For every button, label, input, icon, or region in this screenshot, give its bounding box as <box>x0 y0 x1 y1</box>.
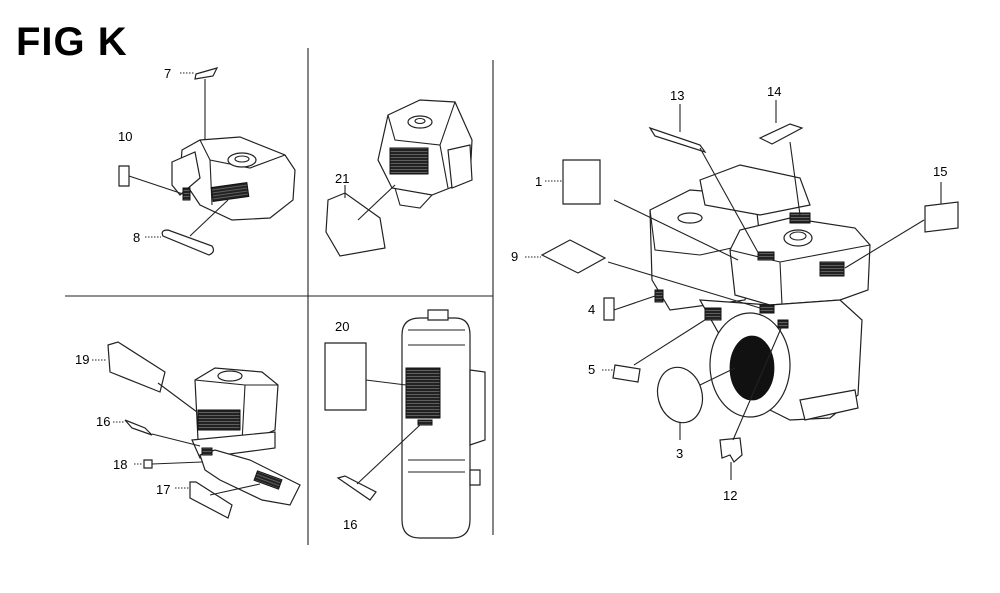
fuel-tank <box>729 217 871 306</box>
label-13-position <box>757 251 775 261</box>
label-4-position <box>654 289 664 303</box>
callout-7: 7 <box>164 66 171 81</box>
label-10-position <box>182 187 191 201</box>
callout-12: 12 <box>723 488 737 503</box>
callout-19: 19 <box>75 352 89 367</box>
label-17-position <box>253 470 283 490</box>
panel-top-middle <box>325 99 473 257</box>
label-5-position <box>704 307 722 321</box>
oil-bath-cleaner-base <box>199 449 301 506</box>
callout-20: 20 <box>335 319 349 334</box>
label-15-shape <box>924 201 959 233</box>
callout-14: 14 <box>767 84 781 99</box>
label-17-shape <box>189 481 233 519</box>
callout-16-b: 16 <box>343 517 357 532</box>
panel-bottom-left <box>92 341 301 519</box>
callout-9: 9 <box>511 249 518 264</box>
callout-21: 21 <box>335 171 349 186</box>
label-10-shape <box>118 165 130 187</box>
callout-4: 4 <box>588 302 595 317</box>
label-18-position <box>201 447 213 456</box>
callout-16-a: 16 <box>96 414 110 429</box>
label-20-shape <box>324 342 367 411</box>
callout-8: 8 <box>133 230 140 245</box>
callout-1: 1 <box>535 174 542 189</box>
callout-5: 5 <box>588 362 595 377</box>
label-8-position <box>210 181 250 203</box>
label-16b-shape <box>336 475 377 501</box>
label-19-shape <box>107 341 166 393</box>
label-18-shape <box>143 459 153 469</box>
label-4-shape <box>603 297 615 321</box>
label-5-shape <box>612 364 641 383</box>
label-8-shape <box>161 229 215 256</box>
label-9-position <box>759 304 775 314</box>
callout-17: 17 <box>156 482 170 497</box>
callout-13: 13 <box>670 88 684 103</box>
label-14-shape <box>758 123 804 145</box>
label-12-position <box>777 319 789 329</box>
label-19-position <box>197 409 241 431</box>
panel-top-left <box>118 67 296 256</box>
label-7-shape <box>194 67 219 80</box>
panel-dividers <box>65 48 494 545</box>
figure-title: FIG K <box>16 20 128 64</box>
label-12-shape <box>719 437 743 463</box>
callout-18: 18 <box>113 457 127 472</box>
label-20-position <box>405 367 441 419</box>
panel-engine <box>525 100 959 480</box>
callout-15: 15 <box>933 164 947 179</box>
label-15-position <box>819 261 845 277</box>
label-13-shape <box>648 126 707 154</box>
label-16a-shape <box>124 419 153 436</box>
callout-3: 3 <box>676 446 683 461</box>
callout-10: 10 <box>118 129 132 144</box>
label-3-shape <box>656 366 704 424</box>
callout-labels: 7 10 8 21 19 16 18 17 20 16 13 14 15 1 9… <box>75 66 947 532</box>
label-1-shape <box>562 159 601 205</box>
engine-top <box>699 164 811 216</box>
panel-bottom-middle <box>324 309 486 539</box>
label-9-shape <box>540 239 607 274</box>
label-16b-position <box>417 419 433 426</box>
muffler-body <box>401 317 471 539</box>
label-21-position <box>389 147 429 175</box>
